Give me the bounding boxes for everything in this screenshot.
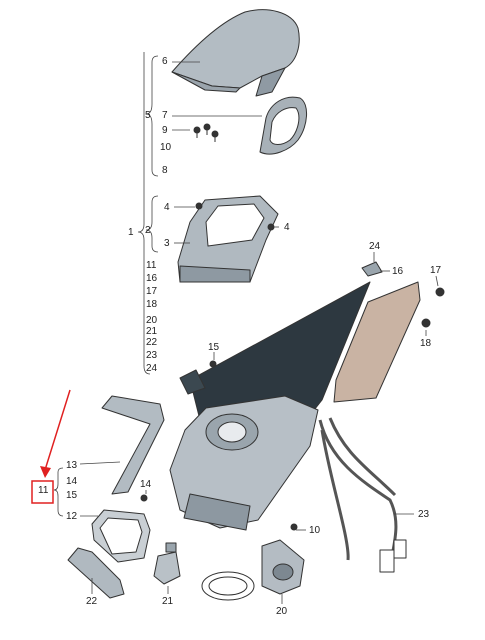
- part-21-bulb[interactable]: [153, 542, 181, 585]
- part-14-screw[interactable]: [140, 494, 148, 502]
- callout-label-5[interactable]: 5: [145, 110, 151, 121]
- part-10-screw[interactable]: [290, 523, 298, 531]
- leader-lines: [79, 61, 439, 604]
- callout-label-3[interactable]: 3: [164, 238, 170, 249]
- part-20-adjusting-motor[interactable]: [261, 539, 305, 595]
- callout-label-22b[interactable]: 22: [86, 596, 98, 607]
- callout-label-20[interactable]: 20: [146, 315, 158, 326]
- part-3-bracket[interactable]: [177, 195, 279, 283]
- callout-label-1[interactable]: 1: [128, 227, 134, 238]
- part-17-clip[interactable]: [435, 287, 445, 297]
- part-18-clip[interactable]: [421, 318, 431, 328]
- callout-label-7[interactable]: 7: [162, 110, 168, 121]
- callout-label-12[interactable]: 12: [66, 511, 78, 522]
- part-13-cover-strip[interactable]: [101, 395, 165, 495]
- highlight-arrowhead-icon: [40, 466, 51, 478]
- callout-label-14b[interactable]: 14: [140, 479, 152, 490]
- callout-label-4[interactable]: 4: [164, 202, 170, 213]
- mirror-motor-housing[interactable]: [169, 395, 319, 531]
- callout-labels: 6 5 7 9 10 8 4 1 2 4 3 24 11 16 16 17 17…: [38, 56, 442, 617]
- callout-label-24[interactable]: 24: [369, 241, 381, 252]
- callout-label-2[interactable]: 2: [145, 225, 151, 236]
- part-12-turn-signal[interactable]: [91, 509, 151, 563]
- callout-label-10[interactable]: 10: [160, 142, 172, 153]
- callout-label-22[interactable]: 22: [146, 337, 158, 348]
- callout-label-23[interactable]: 23: [146, 350, 158, 361]
- callout-label-11[interactable]: 11: [146, 260, 157, 271]
- callout-label-18[interactable]: 18: [146, 299, 158, 310]
- highlight-box: [31, 480, 54, 504]
- callout-label-16[interactable]: 16: [146, 273, 158, 284]
- part-4-screw-right[interactable]: [267, 223, 275, 231]
- callout-label-6[interactable]: 6: [162, 56, 168, 67]
- callout-label-15[interactable]: 15: [66, 490, 78, 501]
- label-hierarchy-brackets: [53, 52, 159, 517]
- part-23-wiring-harness[interactable]: [318, 417, 407, 573]
- callout-label-13[interactable]: 13: [66, 460, 78, 471]
- callout-label-24b[interactable]: 24: [146, 363, 158, 374]
- part-16-heating-pad[interactable]: [333, 281, 421, 403]
- callout-label-16b[interactable]: 16: [392, 266, 404, 277]
- highlight-annotation: [31, 389, 71, 504]
- part-9-screws[interactable]: [193, 123, 219, 142]
- callout-label-21[interactable]: 21: [146, 326, 158, 337]
- callout-label-9[interactable]: 9: [162, 125, 168, 136]
- callout-label-23b[interactable]: 23: [418, 509, 430, 520]
- part-15-screw[interactable]: [209, 360, 217, 368]
- callout-label-4b[interactable]: 4: [284, 222, 290, 233]
- callout-label-17b[interactable]: 17: [430, 265, 442, 276]
- callout-label-14[interactable]: 14: [66, 476, 78, 487]
- part-6-housing-cover[interactable]: [171, 9, 300, 97]
- callout-label-11-highlighted[interactable]: 11: [38, 485, 49, 496]
- part-4-screw-left[interactable]: [195, 202, 203, 210]
- part-22-lamp-holder[interactable]: [67, 547, 125, 599]
- callout-label-17[interactable]: 17: [146, 286, 158, 297]
- callout-label-10b[interactable]: 10: [309, 525, 321, 536]
- part-7-frame[interactable]: [259, 96, 307, 155]
- highlight-arrow: [44, 389, 71, 471]
- callout-label-20b[interactable]: 20: [276, 606, 288, 617]
- callout-label-15b[interactable]: 15: [208, 342, 220, 353]
- callout-label-18b[interactable]: 18: [420, 338, 432, 349]
- callout-label-21b[interactable]: 21: [162, 596, 174, 607]
- part-ring-seal[interactable]: [201, 571, 255, 601]
- part-24-clip[interactable]: [361, 261, 383, 277]
- callout-label-8[interactable]: 8: [162, 165, 168, 176]
